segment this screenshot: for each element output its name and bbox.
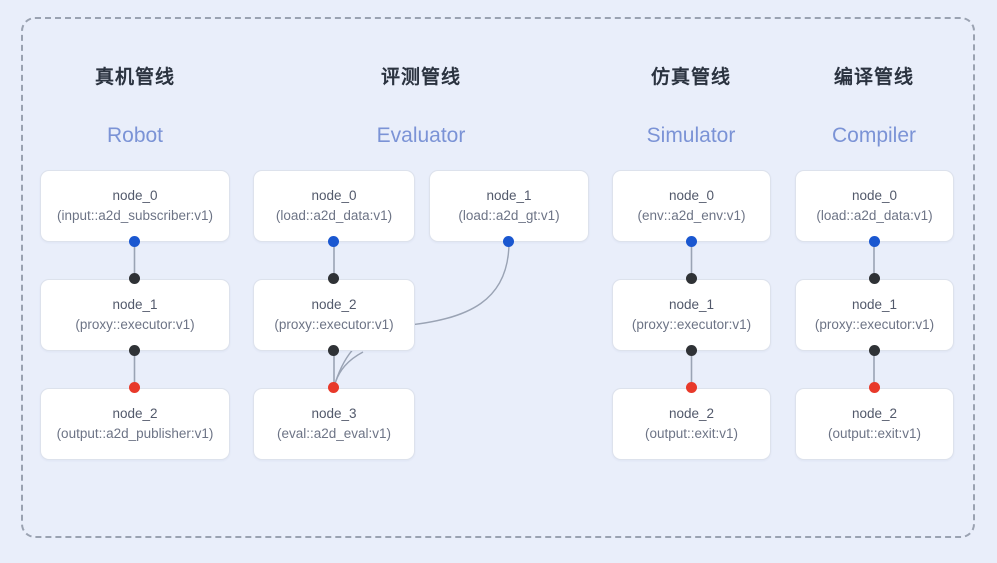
port-output-compiler-node_0[interactable] bbox=[869, 236, 880, 247]
node-spec: (input::a2d_subscriber:v1) bbox=[56, 208, 214, 223]
node-card-evaluator-node_2[interactable]: node_2 (proxy::executor:v1) bbox=[253, 279, 415, 351]
node-spec: (proxy::executor:v1) bbox=[274, 317, 394, 332]
node-card-robot-node_1[interactable]: node_1 (proxy::executor:v1) bbox=[40, 279, 230, 351]
node-card-evaluator-node_0[interactable]: node_0 (load::a2d_data:v1) bbox=[253, 170, 415, 242]
column-title-compiler-cn: 编译管线 bbox=[833, 67, 914, 88]
node-name: node_3 bbox=[311, 406, 357, 421]
node-spec: (output::exit:v1) bbox=[827, 426, 922, 441]
node-card-compiler-node_0[interactable]: node_0 (load::a2d_data:v1) bbox=[795, 170, 954, 242]
node-card-robot-node_2[interactable]: node_2 (output::a2d_publisher:v1) bbox=[40, 388, 230, 460]
port-output-robot-node_1[interactable] bbox=[129, 345, 140, 356]
port-output-evaluator-node_1[interactable] bbox=[503, 236, 514, 247]
port-output-evaluator-node_0[interactable] bbox=[328, 236, 339, 247]
node-name: node_0 bbox=[112, 188, 158, 203]
node-card-simulator-node_1[interactable]: node_1 (proxy::executor:v1) bbox=[612, 279, 771, 351]
port-output-compiler-node_1[interactable] bbox=[869, 345, 880, 356]
port-input-compiler-node_1[interactable] bbox=[869, 273, 880, 284]
node-name: node_0 bbox=[851, 188, 898, 203]
node-spec: (eval::a2d_eval:v1) bbox=[276, 426, 392, 441]
column-title-simulator-en: Simulator bbox=[646, 124, 736, 147]
port-input-simulator-node_1[interactable] bbox=[686, 273, 697, 284]
port-input-robot-node_1[interactable] bbox=[129, 273, 140, 284]
node-spec: (load::a2d_gt:v1) bbox=[458, 208, 560, 223]
node-spec: (load::a2d_data:v1) bbox=[816, 208, 933, 223]
port-input-evaluator-node_3[interactable] bbox=[328, 382, 339, 393]
node-name: node_2 bbox=[311, 297, 357, 312]
port-output-evaluator-node_2[interactable] bbox=[328, 345, 339, 356]
node-name: node_1 bbox=[486, 188, 532, 203]
node-card-compiler-node_1[interactable]: node_1 (proxy::executor:v1) bbox=[795, 279, 954, 351]
node-card-simulator-node_0[interactable]: node_0 (env::a2d_env:v1) bbox=[612, 170, 771, 242]
node-card-robot-node_0[interactable]: node_0 (input::a2d_subscriber:v1) bbox=[40, 170, 230, 242]
node-card-evaluator-node_1[interactable]: node_1 (load::a2d_gt:v1) bbox=[429, 170, 589, 242]
port-output-robot-node_0[interactable] bbox=[129, 236, 140, 247]
node-spec: (output::a2d_publisher:v1) bbox=[56, 426, 214, 441]
node-card-simulator-node_2[interactable]: node_2 (output::exit:v1) bbox=[612, 388, 771, 460]
port-input-compiler-node_2[interactable] bbox=[869, 382, 880, 393]
node-spec: (proxy::executor:v1) bbox=[631, 317, 752, 332]
column-title-simulator-cn: 仿真管线 bbox=[650, 67, 731, 88]
node-name: node_1 bbox=[851, 297, 898, 312]
node-name: node_0 bbox=[668, 188, 715, 203]
node-spec: (proxy::executor:v1) bbox=[75, 317, 195, 332]
node-name: node_2 bbox=[112, 406, 158, 421]
edge-evaluator-gt-to-eval-tail bbox=[333, 351, 364, 386]
column-title-evaluator-cn: 评测管线 bbox=[380, 67, 461, 88]
column-title-compiler-en: Compiler bbox=[831, 124, 917, 147]
node-card-evaluator-node_3[interactable]: node_3 (eval::a2d_eval:v1) bbox=[253, 388, 415, 460]
node-card-compiler-node_2[interactable]: node_2 (output::exit:v1) bbox=[795, 388, 954, 460]
node-name: node_1 bbox=[668, 297, 715, 312]
port-output-simulator-node_0[interactable] bbox=[686, 236, 697, 247]
node-spec: (proxy::executor:v1) bbox=[814, 317, 935, 332]
port-input-robot-node_2[interactable] bbox=[129, 382, 140, 393]
node-spec: (env::a2d_env:v1) bbox=[637, 208, 746, 223]
node-name: node_2 bbox=[668, 406, 715, 421]
port-input-simulator-node_2[interactable] bbox=[686, 382, 697, 393]
node-name: node_0 bbox=[311, 188, 357, 203]
node-name: node_2 bbox=[851, 406, 898, 421]
column-title-evaluator-en: Evaluator bbox=[376, 124, 466, 147]
port-input-evaluator-node_2[interactable] bbox=[328, 273, 339, 284]
node-name: node_1 bbox=[112, 297, 158, 312]
node-spec: (output::exit:v1) bbox=[644, 426, 739, 441]
port-output-simulator-node_1[interactable] bbox=[686, 345, 697, 356]
column-title-robot-cn: 真机管线 bbox=[94, 67, 175, 88]
node-spec: (load::a2d_data:v1) bbox=[275, 208, 393, 223]
column-title-robot-en: Robot bbox=[106, 124, 164, 147]
